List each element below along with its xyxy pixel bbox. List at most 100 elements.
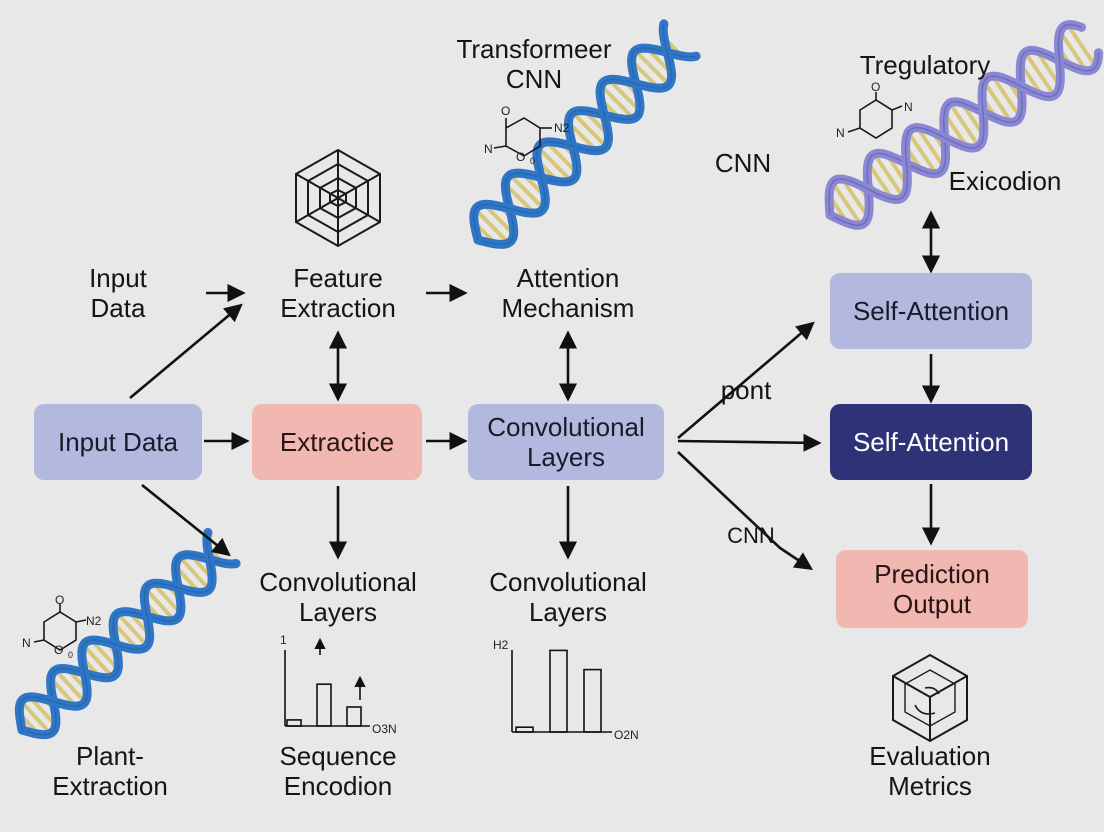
- dna-helix-icon: [824, 20, 1103, 230]
- dna-base-pair: [961, 104, 984, 134]
- extractice-box: Extractice: [252, 404, 422, 480]
- chem-top-right-n2: N: [836, 126, 845, 140]
- feature-extraction-line-2: Extraction: [280, 293, 396, 323]
- dna-base-pair: [84, 646, 112, 676]
- arrow-conv-to-selfatt-mid: [677, 433, 822, 452]
- dna-base-pair: [118, 614, 147, 645]
- dna-base-pair: [842, 180, 868, 216]
- prediction-line-1: Prediction: [874, 559, 990, 589]
- input-data-box: Input Data: [34, 404, 202, 480]
- transformer-line-2: CNN: [505, 64, 563, 94]
- dna-base-pair: [1020, 64, 1043, 95]
- conv-layers-label-left: Convolutional Layers: [238, 567, 438, 627]
- conv-box-line-2: Layers: [526, 442, 606, 472]
- attention-mechanism-label: Attention Mechanism: [478, 263, 658, 323]
- evaluation-line-1: Evaluation: [869, 741, 991, 771]
- dna-base-pair: [1036, 52, 1060, 85]
- self-attention-box-main: Self-Attention: [830, 404, 1032, 480]
- mini-chart-left-y-tick: 1: [280, 633, 287, 647]
- dna-strand: [824, 20, 1086, 220]
- chem-top-left-n2: N2: [554, 121, 570, 135]
- dna-base-pair: [874, 156, 903, 195]
- dna-base-pair: [833, 184, 861, 223]
- dna-base-pair: [476, 210, 508, 242]
- chem-top-left-n: N: [484, 142, 493, 156]
- attention-mechanism-line-2: Mechanism: [501, 293, 635, 323]
- dna-base-pair: [484, 205, 513, 234]
- input-data-label-line-1: Input: [89, 263, 147, 293]
- dna-base-pair: [180, 557, 209, 589]
- dna-base-pair: [950, 105, 979, 145]
- mini-chart-right-x-tick: O2N: [614, 728, 639, 742]
- dna-base-pair: [506, 184, 534, 213]
- molecule-icon: [493, 117, 552, 157]
- dna-base-pair: [609, 80, 639, 110]
- arrow-conv-to-selfatt-top: [677, 321, 815, 439]
- exicodion-label: Exicodion: [948, 166, 1062, 196]
- arrow-input-box-to-feature: [129, 303, 243, 399]
- dna-base-pair: [113, 623, 138, 649]
- conv-right-line-1: Convolutional: [489, 567, 647, 597]
- dna-base-pair: [56, 671, 85, 702]
- chem-bottom-o2: O: [54, 643, 64, 657]
- chem-top-right-o: O: [871, 80, 881, 94]
- connector-arrows: [129, 210, 941, 571]
- dna-strand-outline: [829, 49, 1100, 226]
- dna-base-pair: [917, 129, 944, 166]
- dna-base-pair: [146, 589, 174, 620]
- dna-base-pair: [573, 113, 606, 146]
- arrow-input-box-to-plant: [141, 483, 231, 557]
- sequence-encodion-label: Sequence Encodion: [248, 741, 428, 801]
- feature-extraction-line-1: Feature: [293, 263, 383, 293]
- dna-base-pair: [1025, 54, 1054, 94]
- dna-base-pair: [569, 123, 596, 150]
- chem-bottom-n2: N2: [86, 614, 102, 628]
- tregulatory-label: Tregulatory: [859, 50, 991, 80]
- dna-strand: [473, 43, 701, 249]
- dna-base-pair: [51, 679, 76, 706]
- attention-mechanism-line-1: Attention: [516, 263, 620, 293]
- dna-base-pair: [944, 114, 968, 146]
- dna-base-pair: [175, 566, 200, 592]
- dna-base-pair: [602, 86, 633, 118]
- cnn-top-label: CNN: [714, 148, 772, 178]
- dna-strand-outline: [21, 554, 237, 736]
- dna-strand: [17, 550, 241, 740]
- cnn-arrow-label: CNN: [727, 523, 775, 548]
- mini-chart-left-x-tick: O3N: [372, 722, 397, 736]
- dna-helix-icon: [469, 19, 701, 249]
- sequence-line-2: Encodion: [283, 771, 393, 801]
- mini-chart-bar: [515, 726, 534, 733]
- chem-top-left-o: O: [501, 104, 511, 118]
- prediction-line-2: Output: [892, 589, 972, 619]
- plant-line-2: Extraction: [52, 771, 168, 801]
- mini-chart-bar: [346, 706, 362, 727]
- dna-base-pair: [511, 175, 543, 208]
- convolutional-layers-box: Convolutional Layers: [468, 404, 664, 480]
- evaluation-metrics-label: Evaluation Metrics: [840, 741, 1020, 801]
- dna-strand-outline: [473, 23, 673, 241]
- chem-bottom-o: O: [55, 593, 65, 607]
- chem-top-left-zero: 0: [530, 156, 536, 166]
- mini-bar-chart-right: [511, 649, 612, 733]
- dna-base-pair: [1068, 26, 1096, 65]
- conv-right-line-2: Layers: [528, 597, 608, 627]
- dna-strand-outline: [477, 47, 697, 246]
- molecule-icon: [33, 604, 87, 651]
- dna-base-pair: [92, 640, 118, 669]
- evaluation-line-2: Metrics: [888, 771, 972, 801]
- plant-extraction-label: Plant- Extraction: [30, 741, 190, 801]
- dna-base-pair: [30, 697, 56, 725]
- dna-base-pair: [647, 48, 672, 73]
- dna-base-pair: [984, 83, 1011, 121]
- dna-base-pair: [992, 78, 1020, 115]
- pont-label: pont: [720, 375, 772, 405]
- dna-strand-outline: [828, 23, 1082, 216]
- mini-chart-bar: [286, 719, 302, 727]
- dna-base-pair: [1060, 33, 1087, 70]
- dna-base-pair: [153, 584, 180, 613]
- dna-base-pair: [21, 702, 50, 733]
- self-attention-box-top: Self-Attention: [830, 273, 1032, 349]
- dna-base-pair: [547, 142, 576, 172]
